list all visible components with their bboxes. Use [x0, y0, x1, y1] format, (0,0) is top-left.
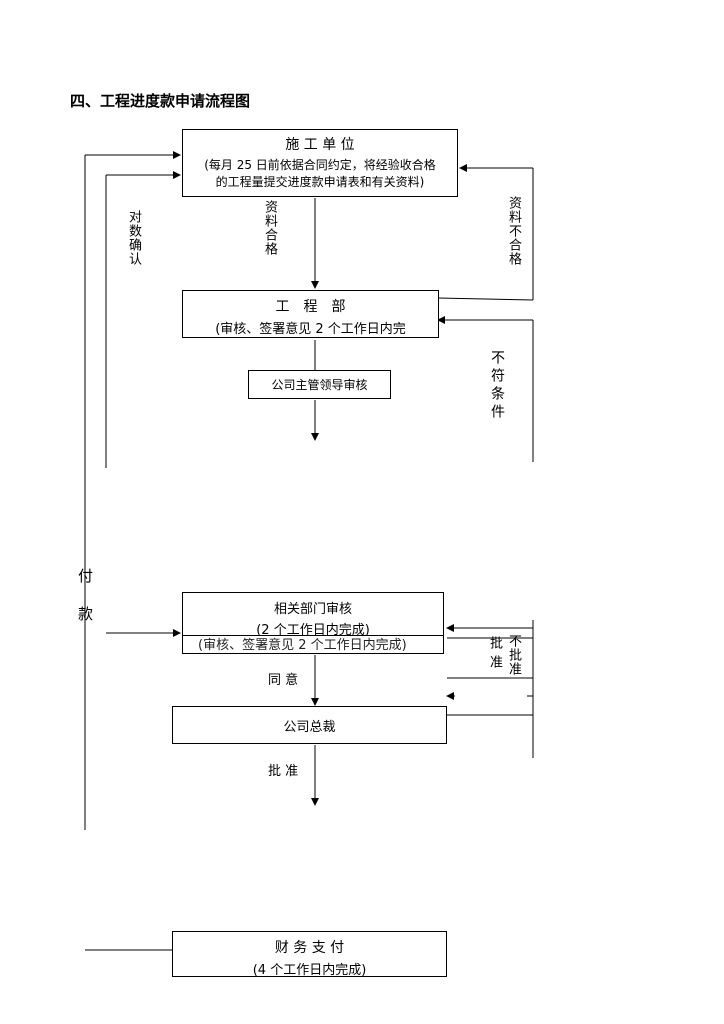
- engineering-dept-note: (审核、签署意见 2 个工作日内完: [215, 322, 406, 337]
- construction-unit-note-1: (每月 25 日前依据合同约定，将经验收合格: [204, 158, 436, 172]
- finance-note: (4 个工作日内完成): [252, 963, 367, 978]
- company-leader-box: 公司主管领导审核: [248, 370, 391, 399]
- construction-unit-name: 施 工 单 位: [285, 137, 355, 153]
- finance-box: 财 务 支 付 (4 个工作日内完成): [172, 931, 447, 978]
- related-depts-box: 相关部门审核 (2 个工作日内完成): [182, 592, 444, 638]
- label-materials-ok: 资料合格: [262, 200, 277, 256]
- label-confirm-count: 对数确认: [126, 210, 141, 266]
- label-agree: 同 意: [268, 673, 299, 688]
- engineering-dept-box: 工 程 部 (审核、签署意见 2 个工作日内完: [182, 290, 439, 338]
- label-not-approve: 不批准: [506, 634, 521, 676]
- related-depts-note: (2 个工作日内完成): [256, 623, 370, 638]
- label-pay-char-1: 付: [78, 567, 94, 585]
- related-depts-name: 相关部门审核: [273, 602, 352, 617]
- finance-name: 财 务 支 付: [274, 940, 345, 956]
- ceo-name: 公司总裁: [283, 720, 336, 735]
- label-materials-bad: 资料不合格: [506, 196, 521, 266]
- label-approve-right: 批准: [487, 636, 502, 674]
- ceo-box: 公司总裁: [172, 706, 447, 744]
- label-pay-char-2: 款: [78, 605, 94, 623]
- page-title: 四、工程进度款申请流程图: [70, 92, 251, 110]
- label-not-meet: 不符条件: [489, 350, 505, 422]
- engineering-dept-name: 工 程 部: [275, 299, 346, 315]
- label-approve: 批 准: [268, 764, 299, 779]
- related-overlap-note: (审核、签署意见 2 个工作日内完成): [198, 638, 407, 653]
- related-box-lower-edge: [182, 636, 444, 654]
- company-leader-name: 公司主管领导审核: [271, 378, 368, 392]
- construction-unit-note-2: 的工程量提交进度款申请表和有关资料): [215, 175, 425, 189]
- construction-unit-box: 施 工 单 位 (每月 25 日前依据合同约定，将经验收合格 的工程量提交进度款…: [182, 129, 458, 197]
